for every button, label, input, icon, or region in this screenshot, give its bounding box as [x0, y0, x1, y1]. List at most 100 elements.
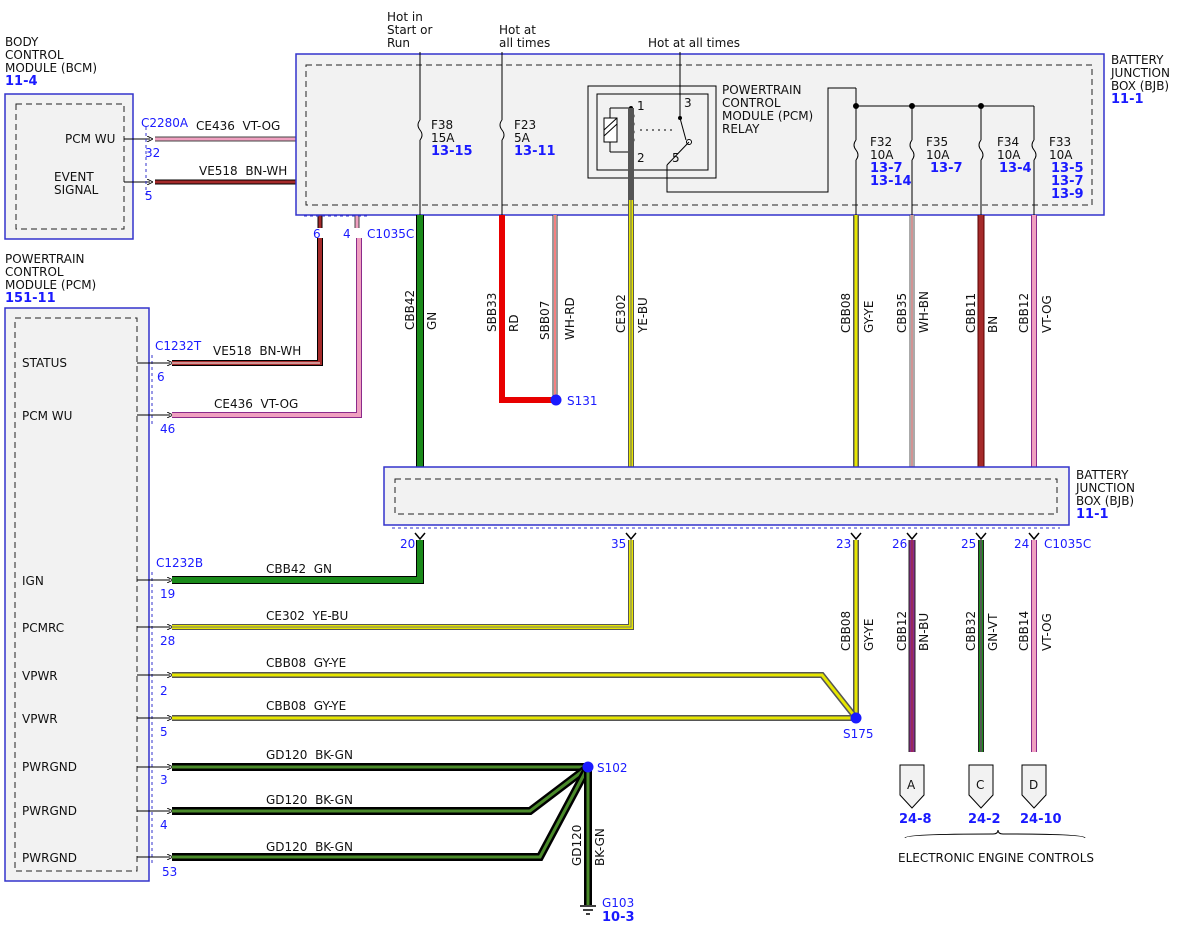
vlabel-cbb32: CBB32	[964, 611, 978, 651]
eec-brace	[904, 829, 1086, 839]
wire-label-cbb08-1: CBB08 GY-YE	[266, 656, 346, 670]
vlabel-vt-og-b: VT-OG	[1040, 613, 1054, 651]
vlabel-gd120: GD120	[570, 825, 584, 866]
relay-pin-3: 3	[684, 96, 692, 110]
fuse-f35-rating: 10A	[926, 148, 950, 162]
bcm-box	[4, 93, 134, 240]
vlabel-cbb08-b: CBB08	[839, 611, 853, 651]
splice-s131-label: S131	[567, 394, 598, 408]
fuse-f33-ref-2[interactable]: 13-7	[1051, 174, 1084, 189]
pcm-pin-2: 2	[160, 684, 168, 698]
pcm-pin-pcm-wu: PCM WU	[22, 409, 72, 423]
fuse-f34-ref[interactable]: 13-4	[999, 161, 1032, 176]
fuse-f23-ref[interactable]: 13-11	[514, 144, 556, 159]
fuse-f32-ref-2[interactable]: 13-14	[870, 174, 912, 189]
fuse-f34-symbol	[978, 139, 984, 161]
connector-c	[968, 764, 994, 809]
bjb-top-box	[295, 53, 1105, 216]
vlabel-cbb42: CBB42	[403, 290, 417, 330]
pcm-pin-28: 28	[160, 634, 175, 648]
bcm-title-1: BODY	[5, 35, 39, 49]
eec-label: ELECTRONIC ENGINE CONTROLS	[898, 851, 1094, 865]
bcm-pin-32: 32	[145, 146, 160, 160]
wire-label-ce302: CE302 YE-BU	[266, 609, 348, 623]
splice-s175	[850, 712, 862, 724]
bcm-pin-signal: SIGNAL	[54, 183, 99, 197]
bcm-title-3: MODULE (BCM)	[5, 61, 97, 75]
c1035c-pin-25: 25	[961, 537, 976, 551]
pcm-title-3: MODULE (PCM)	[5, 278, 96, 292]
pcm-title-2: CONTROL	[5, 265, 64, 279]
fuse-f38-ref[interactable]: 13-15	[431, 144, 473, 159]
pcm-ref[interactable]: 151-11	[5, 291, 56, 306]
vlabel-ye-bu: YE-BU	[636, 297, 650, 334]
connector-c-ref[interactable]: 24-2	[968, 812, 1001, 827]
pcm-pin-pwrgnd-3: PWRGND	[22, 851, 77, 865]
fuse-f32-name: F32	[870, 135, 892, 149]
bjb-mid-title-1: BATTERY	[1076, 468, 1129, 482]
connector-d-ref[interactable]: 24-10	[1020, 812, 1062, 827]
fuse-f38-name: F38	[431, 118, 453, 132]
bjb-middle: BATTERY JUNCTION BOX (BJB) 11-1 20 35 23…	[383, 466, 1135, 551]
splice-s175-label: S175	[843, 727, 874, 741]
hot-all-times-2: all times	[499, 36, 550, 50]
vertical-wires-top: S131	[416, 108, 1037, 467]
bcm-pin-event: EVENT	[54, 170, 94, 184]
bcm-module: BODY CONTROL MODULE (BCM) 11-4 PCM WU EV…	[4, 35, 189, 240]
pcm-pin-pwrgnd-1: PWRGND	[22, 760, 77, 774]
vlabel-bk-gn: BK-GN	[593, 828, 607, 866]
vlabel-sbb33: SBB33	[485, 293, 499, 332]
c1035c-pin-23: 23	[836, 537, 851, 551]
fuse-f33-name: F33	[1049, 135, 1071, 149]
fuse-f23-name: F23	[514, 118, 536, 132]
pcm-pin-vpwr-1: VPWR	[22, 669, 58, 683]
pcm-pin-46: 46	[160, 422, 175, 436]
bjb-ref-top[interactable]: 11-1	[1111, 92, 1144, 107]
c1035c-pin-4: 4	[343, 227, 351, 241]
vertical-wire-labels: CBB42 GN SBB33 RD SBB07 WH-RD CE302 YE-B…	[403, 290, 1054, 340]
bcm-ref[interactable]: 11-4	[5, 74, 38, 89]
fuse-f32-rating: 10A	[870, 148, 894, 162]
eec-connectors: A 24-8 C 24-2 D 24-10 ELECTRONIC ENGINE …	[898, 764, 1094, 865]
connector-a-ref[interactable]: 24-8	[899, 812, 932, 827]
pcm-module: POWERTRAIN CONTROL MODULE (PCM) 151-11 S…	[4, 252, 203, 882]
fuse-f32-ref-1[interactable]: 13-7	[870, 161, 903, 176]
relay-title-2: CONTROL	[722, 96, 781, 110]
vlabel-cbb12: CBB12	[1017, 293, 1031, 333]
bcm-pin-5: 5	[145, 189, 153, 203]
splice-s131	[550, 394, 562, 406]
ground-ref[interactable]: 10-3	[602, 910, 635, 925]
fuse-f33-ref-3[interactable]: 13-9	[1051, 187, 1084, 202]
pcm-pin-vpwr-2: VPWR	[22, 712, 58, 726]
relay-title-1: POWERTRAIN	[722, 83, 802, 97]
eec-wires: CBB08 GY-YE CBB12 BN-BU CBB32 GN-VT CBB1…	[839, 540, 1054, 752]
connector-d	[1021, 764, 1047, 809]
splice-s102	[582, 761, 594, 773]
bjb-title-1: BATTERY	[1111, 53, 1164, 67]
pcm-pin-ign: IGN	[22, 574, 44, 588]
connector-c-label: C	[976, 778, 984, 792]
vlabel-vt-og: VT-OG	[1040, 295, 1054, 333]
vlabel-gn: GN	[425, 312, 439, 330]
bjb-ref-mid[interactable]: 11-1	[1076, 507, 1109, 522]
pcm-pin-19: 19	[160, 587, 175, 601]
vlabel-bn: BN	[986, 316, 1000, 333]
wire-label-cbb42: CBB42 GN	[266, 562, 332, 576]
c1035c-pin-24: 24	[1014, 537, 1029, 551]
fuse-f33-ref-1[interactable]: 13-5	[1051, 161, 1084, 176]
vlabel-cbb35: CBB35	[895, 293, 909, 333]
wire-label-cbb08-2: CBB08 GY-YE	[266, 699, 346, 713]
vlabel-wh-rd: WH-RD	[563, 297, 577, 340]
fuse-f35-ref[interactable]: 13-7	[930, 161, 963, 176]
vlabel-cbb11: CBB11	[964, 293, 978, 333]
pcm-pin-3: 3	[160, 773, 168, 787]
vlabel-rd: RD	[507, 314, 521, 332]
pcm-pin-4: 4	[160, 818, 168, 832]
vlabel-cbb14: CBB14	[1017, 611, 1031, 651]
c1035c-pin-6: 6	[313, 227, 321, 241]
pcm-relay: POWERTRAIN CONTROL MODULE (PCM) RELAY 1 …	[587, 83, 813, 179]
vlabel-gn-vt: GN-VT	[986, 613, 1000, 651]
pcm-connector-bottom: C1232B	[156, 556, 203, 570]
pcm-top-wires: VE518 BN-WH CE436 VT-OG	[172, 238, 362, 418]
